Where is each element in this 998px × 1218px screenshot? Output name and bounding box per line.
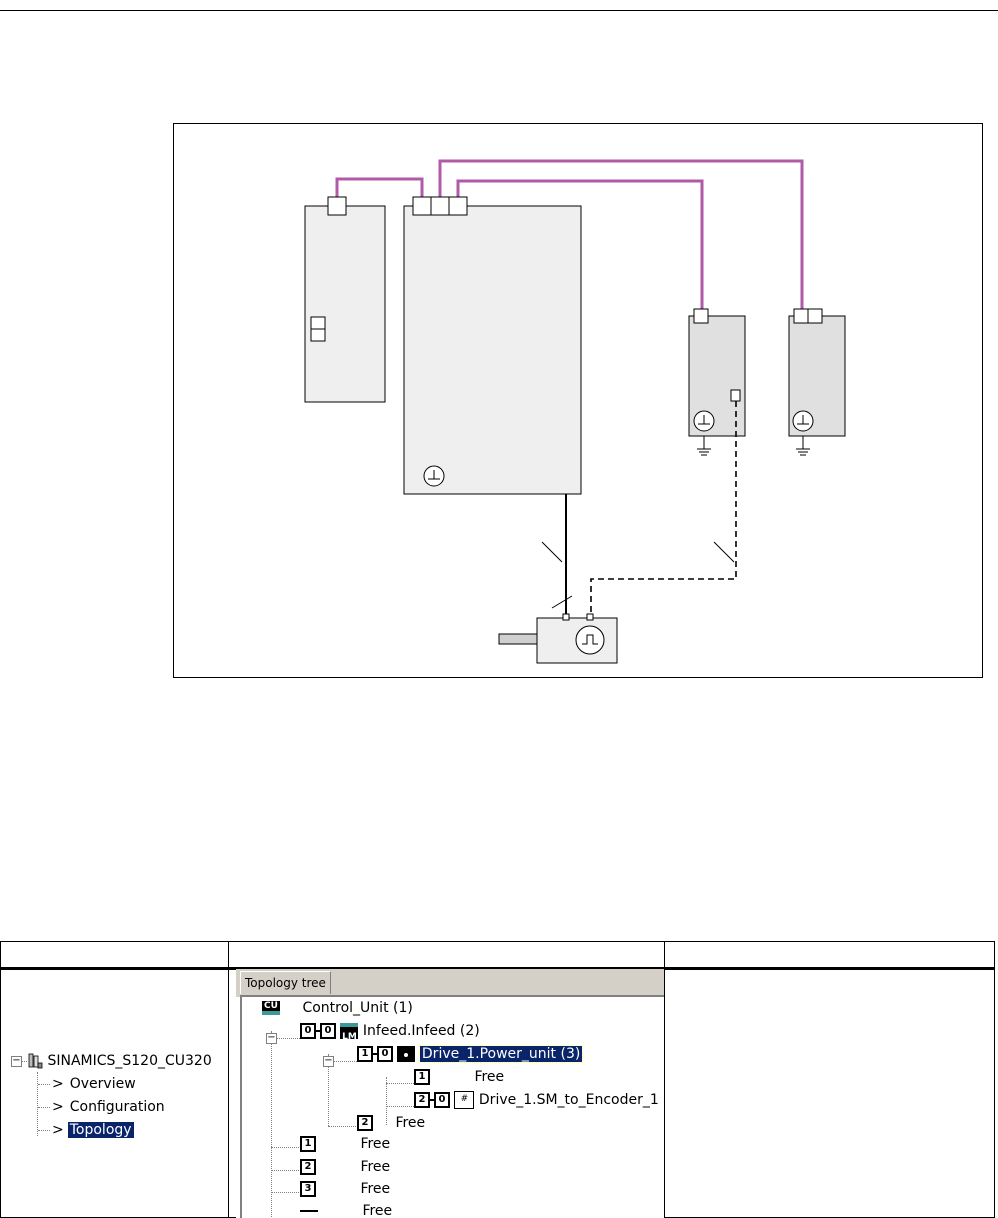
power-cable bbox=[541, 494, 573, 615]
port-badge: 0 bbox=[320, 1023, 336, 1039]
power-unit-icon bbox=[397, 1046, 416, 1062]
cu-icon: CU bbox=[262, 1001, 280, 1015]
sensor-module-1 bbox=[688, 308, 746, 456]
port-badge: 0 bbox=[300, 1023, 316, 1039]
project-item-label: Configuration bbox=[69, 1099, 165, 1115]
topology-node-label: Drive_1.SM_to_Encoder_1 ( bbox=[478, 1092, 664, 1108]
topology-node-free[interactable]: 1 Free bbox=[414, 1066, 504, 1088]
table-border-left bbox=[0, 941, 1, 1218]
drive-cliq-cable-motor-module bbox=[456, 179, 704, 310]
encoder-cable-mark bbox=[713, 541, 735, 563]
topology-node-free[interactable]: 1 Free bbox=[300, 1133, 390, 1155]
motor bbox=[498, 613, 618, 664]
project-root-label: SINAMICS_S120_CU320 bbox=[47, 1053, 212, 1069]
topology-node-label: Free bbox=[360, 1181, 391, 1197]
topology-node-free[interactable]: Free bbox=[300, 1200, 392, 1218]
encoder-icon bbox=[575, 625, 605, 655]
wiring-diagram-canvas bbox=[304, 159, 846, 664]
topology-node-label: Free bbox=[474, 1069, 505, 1085]
table-col-divider-2 bbox=[664, 941, 665, 1218]
topology-node-free[interactable]: 3 Free bbox=[300, 1178, 390, 1200]
line-module-icon: LM bbox=[340, 1023, 359, 1042]
port-badge: 2 bbox=[414, 1092, 430, 1108]
topology-node-label: Control_Unit (1) bbox=[302, 1000, 413, 1016]
topology-node-control-unit[interactable]: CU Control_Unit (1) bbox=[262, 997, 413, 1019]
control-unit-module bbox=[304, 196, 386, 403]
table-border-right bbox=[994, 941, 995, 1218]
wiring-diagram bbox=[173, 123, 983, 678]
encoder-cable bbox=[590, 401, 737, 615]
topology-node-label: Free bbox=[360, 1159, 391, 1175]
port-badge: 1 bbox=[414, 1069, 430, 1085]
infeed-power-module bbox=[403, 196, 582, 495]
topology-node-label: Free bbox=[362, 1203, 393, 1218]
topology-node-label: Free bbox=[360, 1136, 391, 1152]
topology-tab-bar: Topology tree bbox=[236, 969, 664, 997]
collapse-icon[interactable]: − bbox=[323, 1055, 334, 1067]
port-badge: 1 bbox=[357, 1046, 373, 1062]
table-col-divider-1 bbox=[228, 941, 229, 1218]
table-header-rule bbox=[0, 967, 995, 970]
table-top-rule bbox=[0, 941, 995, 942]
project-navigator: − SINAMICS_S120_CU320 >Overview >Configu… bbox=[0, 1050, 228, 1150]
topology-node-free[interactable]: 2 Free bbox=[300, 1156, 390, 1178]
topology-node-free[interactable]: 2 Free bbox=[357, 1112, 425, 1134]
sensor-module-icon: # bbox=[454, 1091, 475, 1109]
topology-node-label: Free bbox=[395, 1115, 426, 1131]
project-item-label: Topology bbox=[67, 1122, 134, 1138]
topology-node-label: Infeed.Infeed (2) bbox=[362, 1023, 480, 1039]
project-item-configuration[interactable]: > Configuration bbox=[52, 1097, 165, 1117]
port-badge bbox=[300, 1210, 318, 1212]
port-badge: 2 bbox=[357, 1115, 373, 1131]
project-item-label: Overview bbox=[69, 1076, 136, 1092]
tab-topology-tree[interactable]: Topology tree bbox=[240, 971, 331, 994]
ground-symbol bbox=[423, 465, 445, 487]
project-item-topology[interactable]: >Topology bbox=[52, 1120, 134, 1140]
collapse-icon[interactable]: − bbox=[266, 1032, 277, 1044]
port-badge: 2 bbox=[300, 1159, 316, 1175]
topology-node-label: Drive_1.Power_unit (3) bbox=[418, 1045, 584, 1063]
port-badge: 0 bbox=[377, 1046, 393, 1062]
port-badge: 0 bbox=[434, 1092, 450, 1108]
project-item-overview[interactable]: > Overview bbox=[52, 1074, 136, 1094]
chevron-right-icon: > bbox=[52, 1122, 64, 1138]
project-root[interactable]: SINAMICS_S120_CU320 bbox=[27, 1051, 212, 1071]
drive-cliq-cable-cu-infeed bbox=[335, 177, 424, 206]
chevron-right-icon: > bbox=[52, 1076, 64, 1092]
port-badge: 3 bbox=[300, 1181, 316, 1197]
sensor-module-2 bbox=[788, 308, 846, 456]
drive-cliq-cables bbox=[335, 159, 804, 310]
chevron-right-icon: > bbox=[52, 1099, 64, 1115]
port-badge: 1 bbox=[300, 1136, 316, 1152]
header-rule bbox=[0, 10, 998, 11]
drive-unit-icon bbox=[27, 1053, 43, 1069]
drive-cliq-cable-sensor-module bbox=[438, 159, 804, 310]
